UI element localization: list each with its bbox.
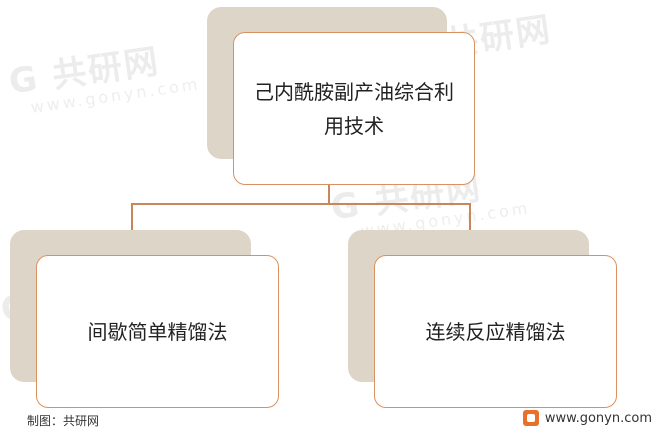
footer-website: www.gonyn.com bbox=[522, 410, 652, 426]
connector-right-down bbox=[469, 203, 471, 231]
right-node: 连续反应精馏法 bbox=[374, 255, 617, 408]
connector-left-down bbox=[131, 203, 133, 231]
connector-horizontal bbox=[131, 203, 470, 205]
source-caption: 制图：共研网 bbox=[27, 414, 100, 428]
left-node-label: 间歇简单精馏法 bbox=[87, 319, 228, 344]
gonyn-logo-icon bbox=[522, 410, 539, 426]
left-node: 间歇简单精馏法 bbox=[36, 255, 279, 408]
root-node: 己内酰胺副产油综合利用技术 bbox=[233, 32, 475, 185]
right-node-label: 连续反应精馏法 bbox=[425, 319, 566, 344]
website-label: www.gonyn.com bbox=[544, 410, 652, 426]
connector-root-down bbox=[328, 184, 330, 204]
root-node-label: 己内酰胺副产油综合利用技术 bbox=[254, 79, 454, 138]
